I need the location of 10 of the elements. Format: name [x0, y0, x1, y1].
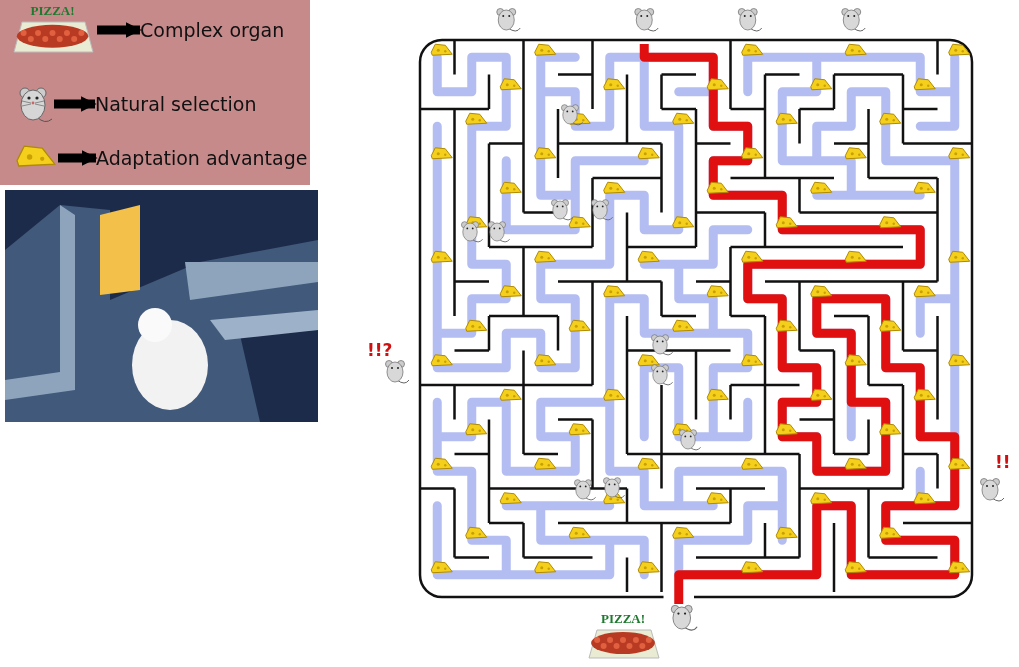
pizza-sign: PIZZA! — [599, 612, 647, 626]
exclamation-mark: !!? — [367, 340, 393, 360]
legend-text: Natural selection — [95, 92, 257, 117]
exclamation-mark: !! — [995, 452, 1011, 472]
pizza-sign: PIZZA! — [29, 4, 76, 18]
arrow — [97, 22, 142, 38]
legend-text: Adaptation advantage — [96, 146, 308, 171]
arrow — [54, 96, 97, 112]
arrow — [58, 150, 98, 166]
legend-text: Complex organ — [140, 18, 285, 43]
